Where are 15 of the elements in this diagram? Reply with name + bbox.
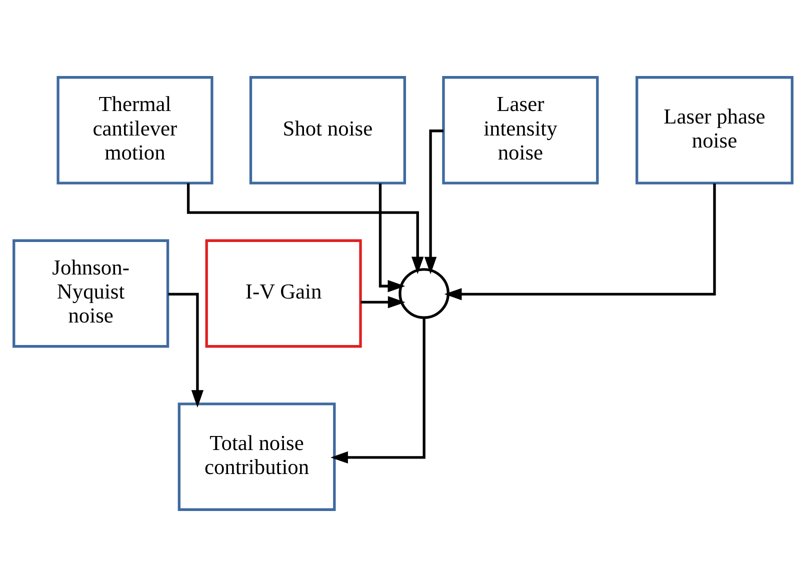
arrow: [444, 182, 716, 300]
node-box: I-V Gain: [205, 238, 362, 348]
arrow: [424, 129, 444, 274]
arrow: [378, 182, 406, 292]
node-box: Shot noise: [249, 76, 406, 184]
node-box: Thermal cantilever motion: [56, 76, 214, 184]
node-box: Total noise contribution: [178, 402, 336, 510]
arrow: [186, 182, 424, 274]
node-box: Laser intensity noise: [442, 76, 599, 184]
node-box: Johnson-Nyquist noise: [12, 238, 170, 348]
node-circle: [398, 268, 450, 318]
arrow: [168, 292, 204, 408]
node-box: Laser phase noise: [636, 76, 794, 184]
arrow: [330, 317, 426, 464]
arrow: [360, 296, 406, 308]
